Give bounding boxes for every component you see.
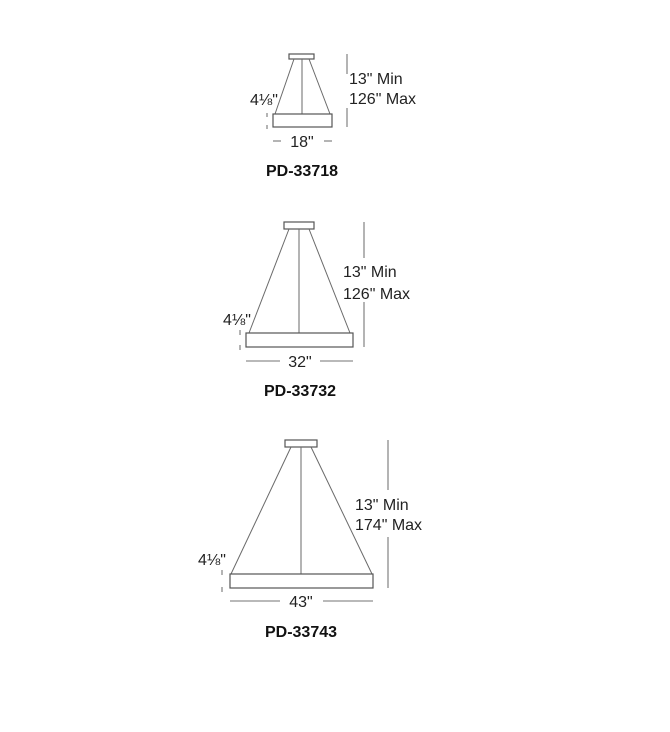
max-height-label: 126" Max	[349, 91, 416, 108]
cable-right	[310, 446, 373, 575]
canopy	[284, 439, 318, 448]
cable-left	[230, 446, 292, 575]
min-height-label: 13" Min	[349, 71, 403, 88]
ring-fixture	[245, 332, 354, 348]
cable-right	[308, 58, 331, 115]
cable-right	[308, 228, 351, 334]
width-label: 18"	[290, 134, 313, 151]
max-height-label: 174" Max	[355, 517, 422, 534]
model-label: PD-33718	[266, 163, 338, 180]
ring-height-label: 4⅛"	[198, 552, 226, 569]
ring-fixture	[229, 573, 374, 589]
width-label: 43"	[289, 594, 312, 611]
width-label: 32"	[288, 354, 311, 371]
min-height-label: 13" Min	[355, 497, 409, 514]
canopy	[288, 53, 315, 60]
figure-pd-33743: 13" Min 174" Max 4⅛" 43" PD-33743	[198, 439, 422, 641]
figure-pd-33718: 13" Min 126" Max 4⅛" 18" PD-33718	[250, 53, 416, 180]
model-label: PD-33743	[265, 624, 337, 641]
min-height-label: 13" Min	[343, 264, 397, 281]
ring-height-label: 4⅛"	[223, 312, 251, 329]
max-height-label: 126" Max	[343, 286, 410, 303]
figure-pd-33732: 13" Min 126" Max 4⅛" 32" PD-33732	[223, 221, 410, 400]
ring-fixture	[272, 113, 333, 128]
cable-left	[274, 58, 295, 115]
model-label: PD-33732	[264, 383, 336, 400]
canopy	[283, 221, 315, 230]
ring-height-label: 4⅛"	[250, 92, 278, 109]
cable-left	[248, 228, 290, 334]
